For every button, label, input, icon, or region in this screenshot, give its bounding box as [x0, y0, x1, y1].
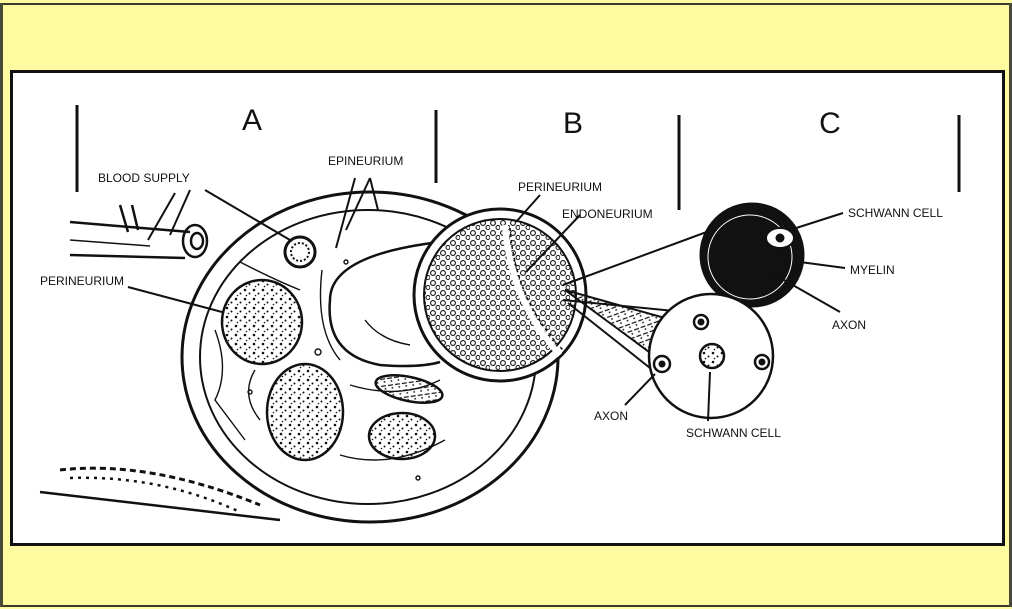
nerve-trunk	[40, 468, 280, 520]
epineurial-vessel	[285, 237, 315, 267]
label-myelin: MYELIN	[850, 263, 895, 277]
label-epineurium: EPINEURIUM	[328, 154, 403, 168]
label-axon-bottom: AXON	[594, 409, 628, 423]
label-endoneurium: ENDONEURIUM	[562, 207, 653, 221]
label-perineurium-left: PERINEURIUM	[40, 274, 124, 288]
myelinated-fiber	[700, 203, 804, 307]
section-label-b: B	[563, 107, 583, 140]
section-label-c: C	[819, 107, 841, 140]
label-schwann-cell-bottom: SCHWANN CELL	[686, 426, 781, 440]
label-blood-supply: BLOOD SUPPLY	[98, 171, 190, 185]
blood-vessel	[70, 205, 207, 258]
unmyelinated-fiber	[649, 294, 773, 418]
section-label-a: A	[242, 104, 262, 137]
label-perineurium-center: PERINEURIUM	[518, 180, 602, 194]
label-schwann-cell-top: SCHWANN CELL	[848, 206, 943, 220]
label-axon-right: AXON	[832, 318, 866, 332]
